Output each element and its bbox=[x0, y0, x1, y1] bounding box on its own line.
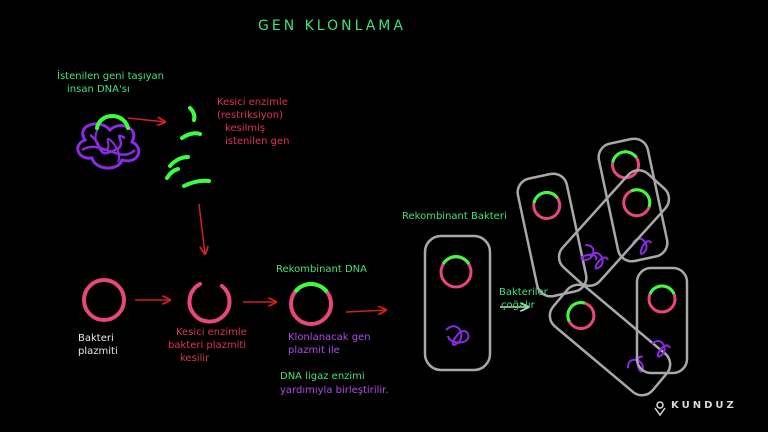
colony-bacterium-3 bbox=[557, 168, 671, 288]
recombinant-dna-label: Rekombinant DNA bbox=[276, 264, 367, 275]
multiply-label: Bakteriler çoğalır bbox=[499, 286, 548, 312]
recombinant-bacteria-label: Rekombinant Bakteri bbox=[402, 211, 507, 222]
plasmid-label-line1: Bakteri bbox=[78, 333, 114, 344]
human-dna-label-line2: insan DNA'sı bbox=[67, 84, 130, 95]
cut-plasmid bbox=[187, 282, 232, 324]
gene-on-dna bbox=[95, 114, 130, 130]
cut-gene-fragments bbox=[165, 106, 211, 188]
bacterial-plasmid bbox=[82, 278, 126, 322]
plasmid-label-line2: plazmiti bbox=[78, 346, 118, 357]
cut-gene-label-line2: (restriksiyon) bbox=[217, 110, 284, 121]
brand-name: KUNDUZ bbox=[671, 400, 737, 411]
cut-plasmid-label-line1: Kesici enzimle bbox=[176, 327, 247, 338]
colony-dna-tangle bbox=[589, 252, 609, 270]
bacteria-colony bbox=[516, 137, 689, 397]
cloning-label-line2: plazmit ile bbox=[288, 345, 340, 356]
multiply-label-line1: Bakteriler bbox=[499, 287, 548, 298]
cut-gene-label-line4: istenilen gen bbox=[225, 136, 290, 147]
arrow-gene-down bbox=[198, 203, 205, 254]
ligase-label-line2: yardımıyla birleştirilir. bbox=[280, 385, 389, 396]
page-title: GEN KLONLAMA bbox=[258, 18, 406, 34]
colony-bacterium-2 bbox=[597, 137, 669, 263]
cut-plasmid-label: Kesici enzimle bakteri plazmiti kesilir bbox=[168, 326, 247, 365]
cut-gene-label: Kesici enzimle (restriksiyon) kesilmiş i… bbox=[217, 96, 289, 148]
recombinant-plasmid bbox=[289, 282, 333, 326]
arrow-dna-to-bacterium bbox=[345, 310, 386, 312]
ligase-label-line1: DNA ligaz enzimi bbox=[280, 371, 365, 382]
plasmid-label: Bakteri plazmiti bbox=[78, 332, 118, 358]
cut-gene-label-line3: kesilmiş bbox=[225, 123, 266, 134]
recombinant-bacterium bbox=[423, 234, 492, 372]
human-dna-tangle bbox=[76, 114, 141, 170]
arrow-dna-to-cut-gene bbox=[127, 118, 165, 122]
multiply-label-line2: çoğalır bbox=[501, 300, 535, 311]
cut-plasmid-label-line3: kesilir bbox=[180, 353, 210, 364]
cut-plasmid-label-line2: bakteri plazmiti bbox=[168, 340, 247, 351]
cloning-label: Klonlanacak gen plazmit ile bbox=[288, 331, 371, 357]
human-dna-label-line1: İstenilen geni taşıyan bbox=[57, 71, 165, 82]
human-dna-label: İstenilen geni taşıyan insan DNA'sı bbox=[57, 70, 164, 96]
cloning-label-line1: Klonlanacak gen bbox=[288, 332, 371, 343]
kunduz-logo-icon bbox=[654, 401, 666, 417]
cut-gene-label-line1: Kesici enzimle bbox=[217, 97, 288, 108]
colony-bacterium-5 bbox=[635, 266, 689, 375]
brand-logo: KUNDUZ bbox=[653, 400, 737, 411]
colony-bacterium-4 bbox=[548, 283, 672, 397]
